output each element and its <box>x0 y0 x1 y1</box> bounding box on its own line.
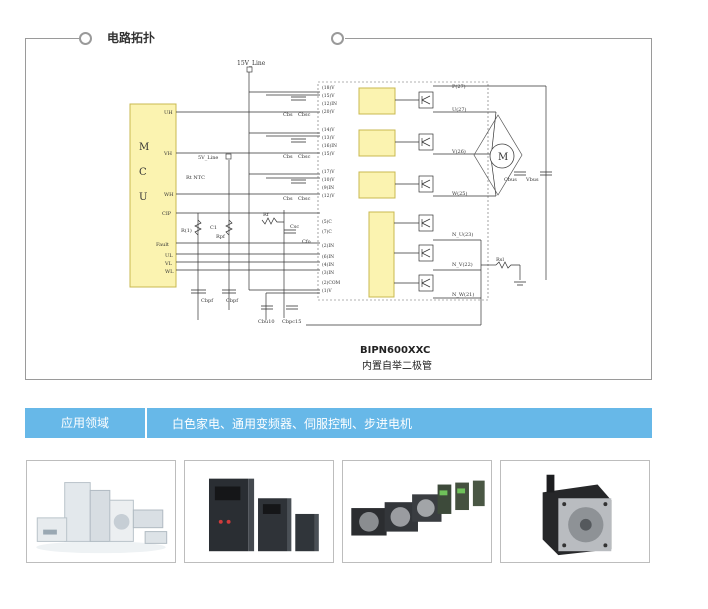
supply-5v-label: 5V_Line <box>198 155 218 161</box>
ls-pin-4: (6)IN <box>322 253 334 260</box>
out-nv: N_V(22) <box>452 261 473 268</box>
cap-label-cbsc-u: Cbsc <box>298 112 311 118</box>
applications-label: 应用领域 <box>25 408 147 438</box>
ls-pin-3: (2)IN <box>322 242 334 249</box>
mcu-letter-m: M <box>139 142 149 153</box>
applications-bar: 应用领域 白色家电、通用变频器、伺服控制、步进电机 <box>25 408 652 438</box>
mcu-pin-wh: WH <box>164 192 174 198</box>
resistor-label-rf: Rf <box>263 212 270 218</box>
hs-u-pin-3: (12)IN <box>322 100 337 107</box>
mcu-pin-fault: Fault <box>156 242 169 248</box>
resistor-label-rsl: Rsl <box>496 257 504 263</box>
frequency-inverter-photo-icon <box>184 460 334 563</box>
cap-label-csc: Csc <box>290 224 299 230</box>
hs-u-pin-1: (18)V <box>322 84 335 91</box>
out-w: W(25) <box>452 190 467 197</box>
cap-label-cbs-u: Cbs <box>283 112 293 118</box>
hs-w-pin-1: (17)V <box>322 168 335 175</box>
cap-label-cbpf-2: Cbpf <box>226 298 239 304</box>
hs-w-pin-2: (10)V <box>322 176 335 183</box>
bus-cap-label: Cbus <box>504 177 517 183</box>
cap-label-c1: C1 <box>210 225 217 231</box>
resistor-label-r1: R(1) <box>181 227 192 234</box>
mcu-block <box>129 103 177 288</box>
mcu-pin-wl: WL <box>165 269 174 275</box>
supply-15v-label: 15V_Line <box>237 60 266 67</box>
cap-label-cbs-v: Cbs <box>283 154 293 160</box>
hs-v-pin-3: (16)IN <box>322 142 337 149</box>
cap-label-cbpf-1: Cbpf <box>201 298 214 304</box>
hs-u-pin-4: (20)V <box>322 108 335 115</box>
ls-pin-6: (3)IN <box>322 269 334 276</box>
ls-pin-7: (2)COM <box>322 279 341 286</box>
stepper-motor-photo-icon <box>500 460 650 563</box>
home-appliance-photo-icon <box>26 460 176 563</box>
cap-label-cbpc15: Cbpc15 <box>282 319 301 325</box>
resistor-label-rpf: Rpf <box>216 234 226 240</box>
bus-voltage-label: Vbus <box>525 177 539 183</box>
ls-pin-8: (1)V <box>322 287 332 294</box>
section-title: 电路拓扑 <box>107 31 156 45</box>
mcu-pin-ul: UL <box>165 253 173 259</box>
out-nw: N_W(21) <box>452 291 474 298</box>
out-v: V(26) <box>451 148 466 155</box>
hs-u-pin-2: (15)V <box>322 92 335 99</box>
circuit-frame <box>25 38 652 380</box>
part-number: BIPN600XXC <box>360 345 431 356</box>
ntc-label: Rt NTC <box>186 175 205 181</box>
hs-driver-w <box>358 171 396 199</box>
hs-driver-u <box>358 87 396 115</box>
mcu-pin-uh: UH <box>164 110 173 116</box>
circuit-schematic: M C U UH VH WH CIP Fault UL VL WL 15V_Li… <box>129 60 552 326</box>
cap-label-cbsc-v: Cbsc <box>298 154 311 160</box>
out-p: P(27) <box>452 83 466 90</box>
hs-driver-v <box>358 129 396 157</box>
ipm-outline <box>317 81 489 301</box>
ls-pin-1: (5)C <box>322 218 332 225</box>
mcu-pin-vh: VH <box>163 151 173 157</box>
section-ring-icon <box>79 32 92 45</box>
cap-label-cfo: Cfo <box>302 239 311 245</box>
cap-label-cbs-w: Cbs <box>283 196 293 202</box>
mcu-pin-vl: VL <box>164 261 173 267</box>
servo-motor-photo-icon <box>342 460 492 563</box>
motor-icon <box>489 143 515 169</box>
frame-top-left-line <box>25 38 80 39</box>
hs-v-pin-2: (13)V <box>322 134 335 141</box>
frame-top-right-line <box>345 38 652 39</box>
applications-value: 白色家电、通用变频器、伺服控制、步进电机 <box>172 416 413 431</box>
hs-v-pin-4: (15)V <box>322 150 335 157</box>
hs-v-pin-1: (14)V <box>322 126 335 133</box>
ls-pin-2: (7)C <box>322 228 332 235</box>
ls-pin-5: (4)IN <box>322 261 334 268</box>
ls-driver <box>368 211 395 298</box>
motor-label: M <box>498 152 508 163</box>
mcu-letter-u: U <box>139 192 147 203</box>
hs-w-pin-3: (9)IN <box>322 184 334 191</box>
mcu-pin-cip: CIP <box>162 211 172 217</box>
out-nu: N_U(23) <box>452 231 473 238</box>
mcu-letter-c: C <box>139 167 147 178</box>
hs-w-pin-4: (12)V <box>322 192 335 199</box>
section-ring-icon-right <box>331 32 344 45</box>
cap-label-cbu10: Cbu10 <box>258 319 275 325</box>
part-description: 内置自举二极管 <box>362 361 432 372</box>
out-u: U(27) <box>452 106 467 113</box>
cap-label-cbsc-w: Cbsc <box>298 196 311 202</box>
